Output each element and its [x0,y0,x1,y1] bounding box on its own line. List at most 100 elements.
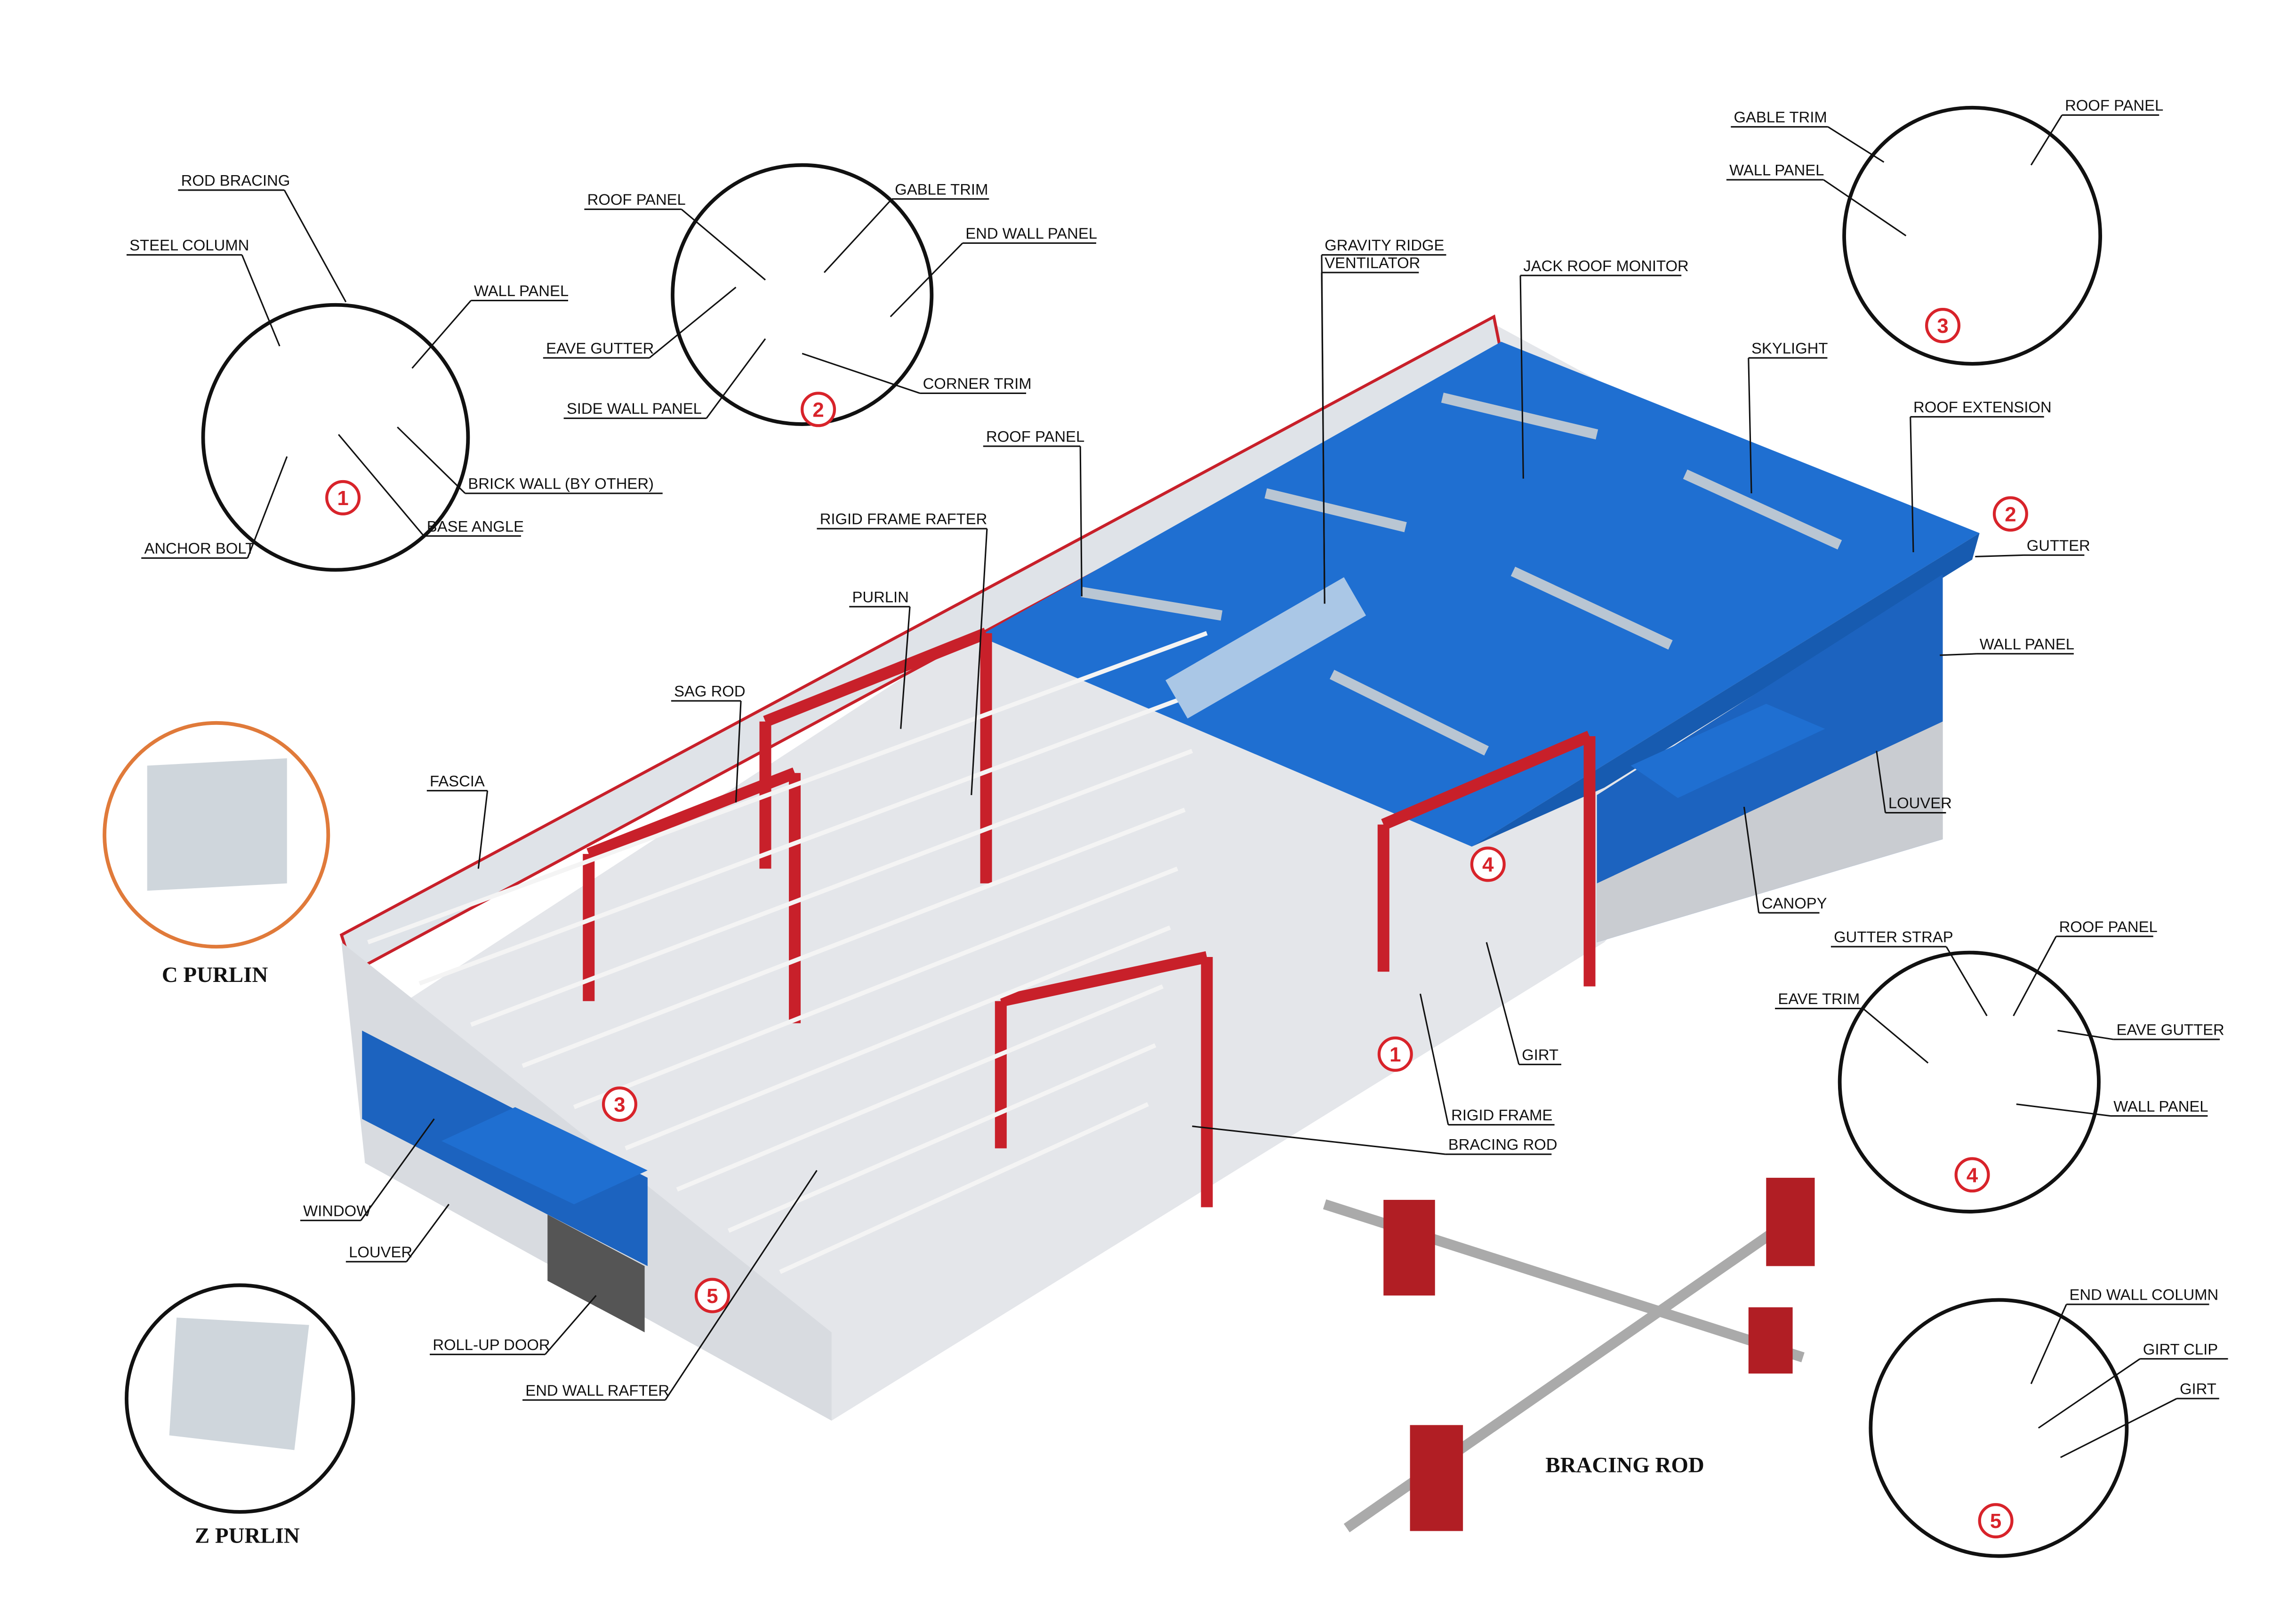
callout-label: RIGID FRAME RAFTER [820,510,987,528]
leader-arrow [1975,554,2024,558]
rigid-frames [583,627,1596,1207]
leader-arrow [900,606,911,729]
callout-label: SKYLIGHT [1751,339,1828,357]
c-purlin-title: C PURLIN [162,963,268,987]
rafter [763,627,988,727]
badge-number: 5 [706,1285,718,1308]
callout-label: SAG ROD [674,683,745,700]
callout-label: LOUVER [349,1243,412,1261]
leader-arrow [2057,1029,2114,1040]
badge-number: 2 [2005,503,2016,526]
callout-label: FASCIA [430,772,485,789]
badge-number: 1 [1389,1043,1401,1066]
leader-arrow [2060,1398,2177,1458]
leader-arrow [397,426,466,494]
callout-label: ROOF PANEL [2065,96,2163,114]
leader-arrow [1823,179,1907,237]
number-badge [1992,496,2028,532]
detail-5 [1869,1298,2129,1558]
callout-label: LOUVER [1888,794,1952,812]
right-side-wall-lower [1597,721,1943,942]
leader-arrow [360,1118,435,1221]
number-badge [325,480,361,515]
rafter [1381,731,1592,830]
leader-arrow [1827,126,1885,163]
leader-arrow [477,790,489,869]
detail-callouts [103,105,2129,1558]
leader-arrow [1192,1126,1445,1155]
number-badge [801,392,836,427]
leader-arrow [337,434,425,537]
callout-label: WALL PANEL [1729,161,1824,179]
purlins [367,631,1208,1274]
callout-label: END WALL COLUMN [2069,1286,2218,1303]
callout-label: BRICK WALL (BY OTHER) [468,475,654,492]
callout-label: GIRT [2180,1380,2216,1398]
detail-4 [1838,950,2101,1214]
number-badge [1470,846,1506,882]
detail-2 [671,163,934,426]
building [339,314,1980,1421]
purlin [573,867,1179,1109]
callout-label: WALL PANEL [1980,635,2074,652]
callout-label: ROOF EXTENSION [1913,398,2052,416]
leader-arrow [1321,272,1325,604]
purlin [727,1043,1156,1233]
callout-label: WALL PANEL [474,282,569,299]
leader-arrow [1940,653,1977,656]
leader-arrow [2030,1304,2067,1384]
leader-arrow [2013,936,2057,1016]
leader-arrow [1079,446,1083,596]
number-badge [602,1086,637,1122]
leader-arrow [1748,358,1752,494]
callout-label: ROD BRACING [181,171,290,189]
badge-number: 5 [1990,1510,2001,1533]
skylight [1683,469,1842,550]
leader-arrow [890,242,963,317]
skylight [1264,488,1407,532]
callout-label: GUTTER [2027,537,2090,554]
badge-number: 2 [812,398,824,421]
badge-number: 4 [1967,1164,1978,1187]
leader-arrow [1519,275,1524,479]
callout-label: PURLIN [852,588,908,605]
leader-arrow [247,456,288,559]
leader-arrow [802,353,920,394]
callout-label: GABLE TRIM [1734,108,1827,126]
skylight [1330,669,1489,756]
callout-label: BASE ANGLE [427,517,524,535]
gravity-ridge-ventilator [1165,577,1366,719]
detail-1 [201,303,470,572]
leader-arrow [1910,417,1914,553]
rafter [999,951,1208,1007]
leader-arrow [706,338,766,419]
leader-arrow [545,1295,597,1355]
skylights [1081,393,1842,756]
leader-arrow [2030,114,2063,166]
badge-number: 3 [614,1093,625,1116]
callout-label: RIGID FRAME [1451,1106,1552,1124]
skylight [1441,393,1598,440]
c-purlin-shape [147,758,287,891]
leader-arrow [241,254,281,346]
callout-label: ANCHOR BOLT [144,539,255,557]
leader-arrow [1862,1008,1929,1064]
leader-arrow [823,198,893,273]
purlin [418,690,1201,986]
callout-label: ROOF PANEL [2059,918,2158,935]
badge-number: 3 [1937,314,1948,338]
callout-label: END WALL PANEL [965,225,1097,242]
callout-label: SIDE WALL PANEL [567,400,702,417]
callout-label: EAVE GUTTER [2117,1021,2224,1038]
callout-label: GIRT [1522,1046,1558,1063]
purlin [779,1102,1149,1274]
c-purlin-circle [103,721,330,949]
callout-label: WALL PANEL [2113,1097,2208,1115]
roll-up-door [547,1214,645,1333]
leader-arrow [283,190,347,303]
callout-label: CANOPY [1762,894,1827,912]
leader-arrow [1743,806,1760,913]
z-purlin-circle [125,1283,355,1514]
